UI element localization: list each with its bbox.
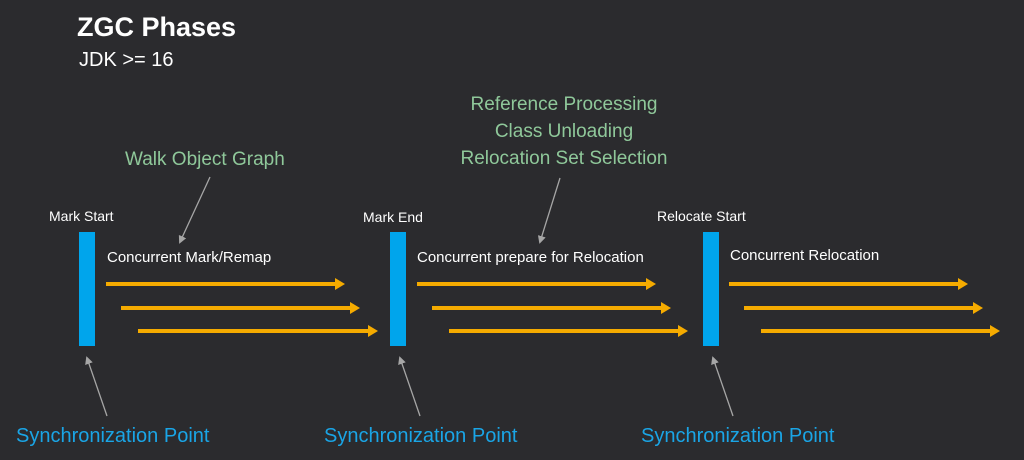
mark-end-label: Mark End — [363, 209, 423, 225]
sync-pointer-arrow — [398, 356, 421, 417]
page-subtitle: JDK >= 16 — [79, 49, 174, 71]
sync-point-label-3: Synchronization Point — [641, 425, 835, 447]
concurrent-prepare-label: Concurrent prepare for Relocation — [417, 249, 644, 266]
page-title: ZGC Phases — [77, 12, 237, 42]
mark-end-sync-bar — [390, 232, 406, 346]
prepare-pointer-arrow — [537, 177, 561, 244]
prepare-relocation-notes: Reference Processing Class Unloading Rel… — [448, 91, 680, 172]
thread-arrow — [417, 278, 656, 290]
concurrent-mark-remap-label: Concurrent Mark/Remap — [107, 249, 272, 266]
concurrent-relocation-label: Concurrent Relocation — [730, 247, 880, 264]
relocate-start-label: Relocate Start — [657, 208, 746, 224]
mark-start-label: Mark Start — [49, 208, 114, 224]
thread-arrow — [761, 325, 1000, 337]
thread-arrow — [449, 325, 688, 337]
note-line: Class Unloading — [494, 121, 634, 142]
note-line: Reference Processing — [470, 94, 658, 115]
sync-point-label-2: Synchronization Point — [324, 425, 518, 447]
note-line: Relocation Set Selection — [460, 148, 668, 169]
thread-arrow — [729, 278, 968, 290]
walk-object-graph-note: Walk Object Graph — [125, 149, 285, 170]
thread-arrow — [121, 302, 360, 314]
relocate-start-sync-bar — [703, 232, 719, 346]
sync-pointer-arrow — [85, 356, 108, 417]
sync-pointer-arrow — [711, 356, 734, 417]
sync-point-label-1: Synchronization Point — [16, 425, 210, 447]
mark-start-sync-bar — [79, 232, 95, 346]
concurrent-thread-arrows — [106, 278, 1000, 337]
thread-arrow — [432, 302, 671, 314]
walk-pointer-arrow — [178, 176, 211, 244]
thread-arrow — [106, 278, 345, 290]
thread-arrow — [744, 302, 983, 314]
thread-arrow — [138, 325, 378, 337]
